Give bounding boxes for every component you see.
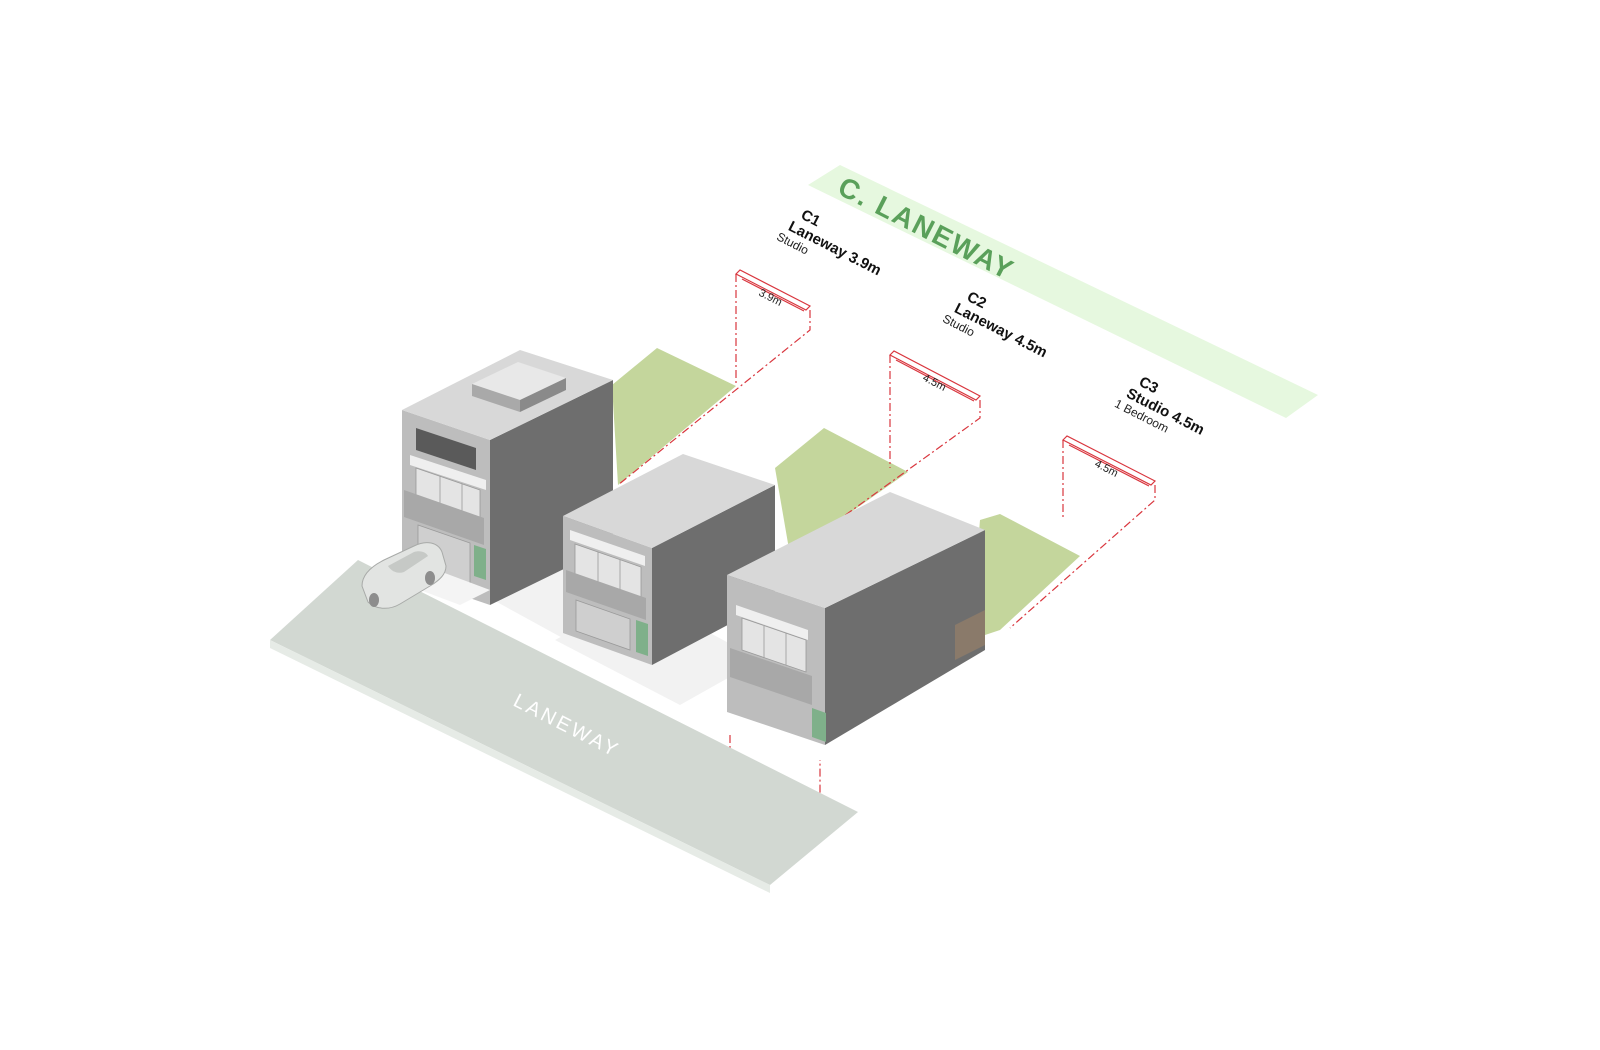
house-c1-roof-box-top	[472, 362, 566, 400]
car-body	[361, 542, 447, 609]
lot-id-c3: C3	[1136, 373, 1161, 397]
house-c3-balcony	[730, 648, 812, 705]
car	[361, 542, 447, 609]
section-band: C. LANEWAY	[808, 165, 1318, 418]
lot-id-c1: C1	[798, 206, 823, 230]
lot-id-c2: C2	[964, 288, 989, 312]
house-c1-entry-door	[474, 545, 486, 580]
house-c3-side-gate	[955, 610, 985, 660]
house-c1-balcony	[404, 490, 484, 545]
car-windshield	[388, 551, 428, 573]
car-wheel-front	[369, 593, 379, 607]
house-c3	[727, 492, 985, 745]
house-c3-roof	[727, 492, 985, 608]
house-c2	[563, 454, 775, 665]
backyards	[612, 348, 1080, 640]
dim-box-c1	[734, 269, 812, 311]
dim-arrow-c2	[895, 359, 975, 402]
house-c2-balcony	[566, 570, 646, 620]
house-c2-side-wall	[652, 485, 775, 665]
dim-label-c2: 4.5m	[921, 372, 948, 394]
house-c1-roof-box-side	[520, 378, 566, 412]
house-c1-window-upper	[416, 428, 476, 470]
house-c3-awning	[736, 605, 808, 640]
dim-boundary-c1-right	[617, 310, 811, 486]
house-c1-awning	[410, 455, 486, 490]
house-c3-side-wall	[825, 530, 985, 745]
house-c2-roof	[563, 454, 775, 548]
house-c2-awning	[570, 530, 645, 566]
dim-arrow-c3	[1068, 444, 1150, 487]
dim-box-c2	[888, 350, 982, 401]
house-c3-window	[741, 617, 807, 673]
road-surface	[270, 560, 858, 885]
road: LANEWAY	[270, 560, 858, 893]
section-band-fill	[808, 165, 1318, 418]
car-wheel-rear	[425, 571, 435, 585]
road-edge	[270, 640, 770, 893]
dim-boundary-c2-right	[789, 400, 981, 556]
grass-c2	[775, 428, 908, 555]
house-c1-roof-box-front	[472, 384, 520, 412]
dim-arrow-c1	[741, 278, 805, 312]
house-c2-lower-window	[575, 599, 631, 651]
grass-c1	[612, 348, 736, 485]
grass-c3	[970, 514, 1080, 640]
lot-label-c3: C3 Studio 4.5m 1 Bedroom	[1112, 373, 1207, 438]
house-c3-entry-door	[812, 708, 826, 742]
dimension-lines	[617, 269, 1157, 801]
dim-boundary-c3-right	[1009, 485, 1156, 629]
dim-box-c3	[1061, 435, 1157, 486]
house-c2-entry-door	[636, 620, 648, 656]
